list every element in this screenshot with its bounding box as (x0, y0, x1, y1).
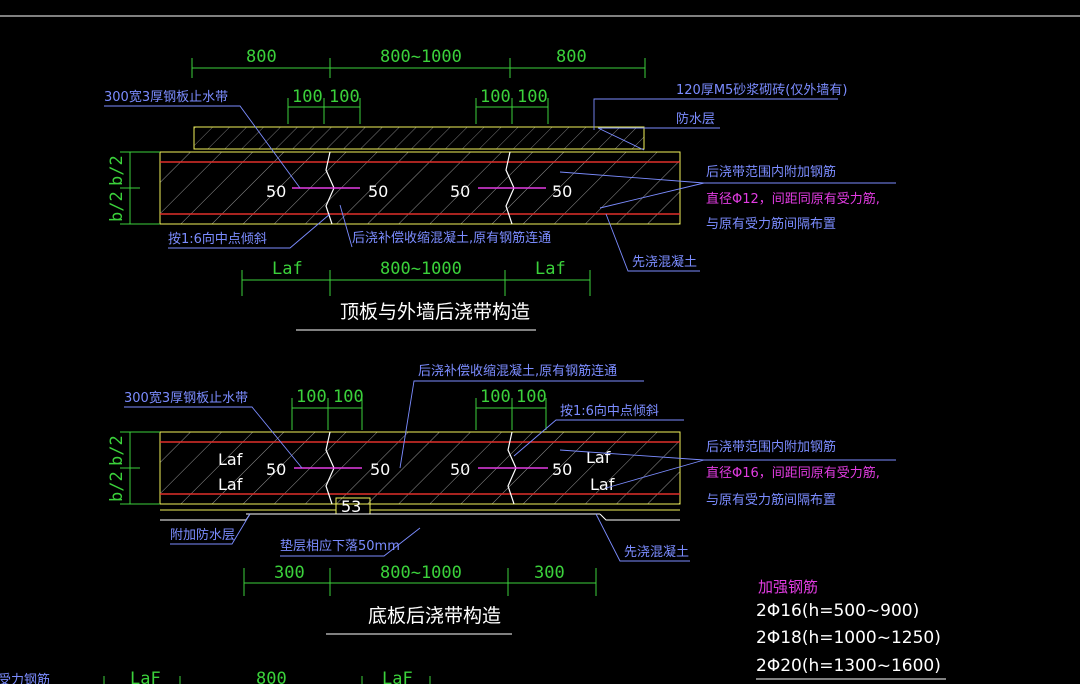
lap-length: 50 (450, 460, 470, 479)
cushion-outline (599, 513, 680, 521)
dim-label: Laf (272, 259, 303, 279)
top-dimension-chain: 800 800~1000 800 (191, 47, 646, 78)
dim-label: 800~1000 (380, 47, 462, 67)
lap-length: 50 (552, 182, 572, 201)
top-small-dims: 100 100 100 100 (287, 87, 549, 124)
dim-label: 100 (480, 387, 511, 407)
dim-label: 800 (556, 47, 587, 67)
bottom-bottom-dims: 300 800~1000 300 (243, 563, 597, 596)
lap-length: 50 (368, 182, 388, 201)
footer-clip: 受力钢筋 LaF 800 LaF (0, 669, 431, 684)
dim-label: 100 (517, 87, 548, 107)
dim-label: 800~1000 (380, 259, 462, 279)
dim-label: LaF (382, 669, 413, 684)
laf-label: Laf (590, 475, 615, 494)
dim-label: b/2 (107, 435, 127, 466)
laf-label: Laf (218, 450, 243, 469)
label-extra-rebar: 后浇带范围内附加钢筋 (706, 439, 836, 455)
bottom-annotations: 后浇补偿收缩混凝土,原有钢筋连通 300宽3厚钢板止水带 按1:6向中点倾斜 后… (124, 363, 896, 562)
label-cushion: 垫层相应下落50mm (280, 538, 400, 554)
cushion-outline (160, 513, 251, 521)
label-fill: 后浇补偿收缩混凝土,原有钢筋连通 (352, 230, 551, 246)
top-section: 800 800~1000 800 100 100 100 100 (104, 47, 896, 331)
lap-length: 50 (266, 182, 286, 201)
lap-length: 50 (552, 460, 572, 479)
dim-label: b/2 (107, 191, 127, 222)
lap-length: 50 (266, 460, 286, 479)
bottom-slab (159, 431, 681, 505)
label-rebar-spec-2: 与原有受力筋间隔布置 (706, 492, 836, 508)
lap-length: 50 (370, 460, 390, 479)
label-first-cast: 先浇混凝土 (624, 544, 689, 560)
table-row: 2Φ18(h=1000~1250) (756, 628, 941, 648)
label-slope: 按1:6向中点倾斜 (168, 231, 267, 247)
side-dims-top: b/2 b/2 (107, 151, 160, 225)
drop-marker-text: 53 (341, 497, 361, 516)
label-rebar-spec: 直径Φ16，间距同原有受力筋, (706, 465, 880, 481)
label-rebar-spec: 直径Φ12，间距同原有受力筋, (706, 191, 880, 207)
dim-label: b/2 (107, 471, 127, 502)
label-extra-rebar: 后浇带范围内附加钢筋 (706, 164, 836, 180)
dim-label: 100 (480, 87, 511, 107)
bottom-small-dims: 100 100 100 100 (291, 387, 547, 430)
label-waterproof: 防水层 (676, 111, 715, 127)
label-first-cast: 先浇混凝土 (632, 254, 697, 270)
dim-label: 100 (516, 387, 547, 407)
label-slope: 按1:6向中点倾斜 (560, 403, 659, 419)
reinforcement-table: 加强钢筋 2Φ16(h=500~900) 2Φ18(h=1000~1250) 2… (756, 578, 946, 680)
dim-label: 800 (256, 669, 287, 684)
dim-label: 300 (274, 563, 305, 583)
lap-length: 50 (450, 182, 470, 201)
footer-label: 受力钢筋 (0, 672, 50, 684)
label-waterstop: 300宽3厚钢板止水带 (104, 89, 228, 105)
label-fill: 后浇补偿收缩混凝土,原有钢筋连通 (418, 363, 617, 379)
section-title: 顶板与外墙后浇带构造 (340, 301, 530, 323)
top-slab (159, 151, 681, 225)
section-title: 底板后浇带构造 (368, 605, 501, 627)
bottom-section: 100 100 100 100 50 50 50 50 Laf Laf Laf … (107, 363, 896, 635)
top-bottom-dims: Laf 800~1000 Laf (241, 259, 591, 296)
dim-label: 100 (333, 387, 364, 407)
label-waterstop: 300宽3厚钢板止水带 (124, 390, 248, 406)
dim-label: 100 (296, 387, 327, 407)
brick-layer (193, 126, 645, 150)
top-annotations: 300宽3厚钢板止水带 120厚M5砂浆砌砖(仅外墙有) 防水层 后浇带范围内附… (104, 83, 896, 272)
laf-label: Laf (586, 448, 611, 467)
label-rebar-spec-2: 与原有受力筋间隔布置 (706, 216, 836, 232)
side-dims-bottom: b/2 b/2 (107, 431, 160, 505)
label-extra-waterproof: 附加防水层 (170, 527, 235, 543)
label-brick: 120厚M5砂浆砌砖(仅外墙有) (676, 83, 847, 98)
dim-label: 100 (329, 87, 360, 107)
dim-label: b/2 (107, 155, 127, 186)
table-heading: 加强钢筋 (758, 578, 818, 596)
dim-label: 800 (246, 47, 277, 67)
dim-label: 800~1000 (380, 563, 462, 583)
table-row: 2Φ16(h=500~900) (756, 601, 919, 621)
dim-label: Laf (535, 259, 566, 279)
dim-label: 300 (534, 563, 565, 583)
dim-label: LaF (130, 669, 161, 684)
table-row: 2Φ20(h=1300~1600) (756, 656, 941, 676)
dim-label: 100 (292, 87, 323, 107)
laf-label: Laf (218, 475, 243, 494)
